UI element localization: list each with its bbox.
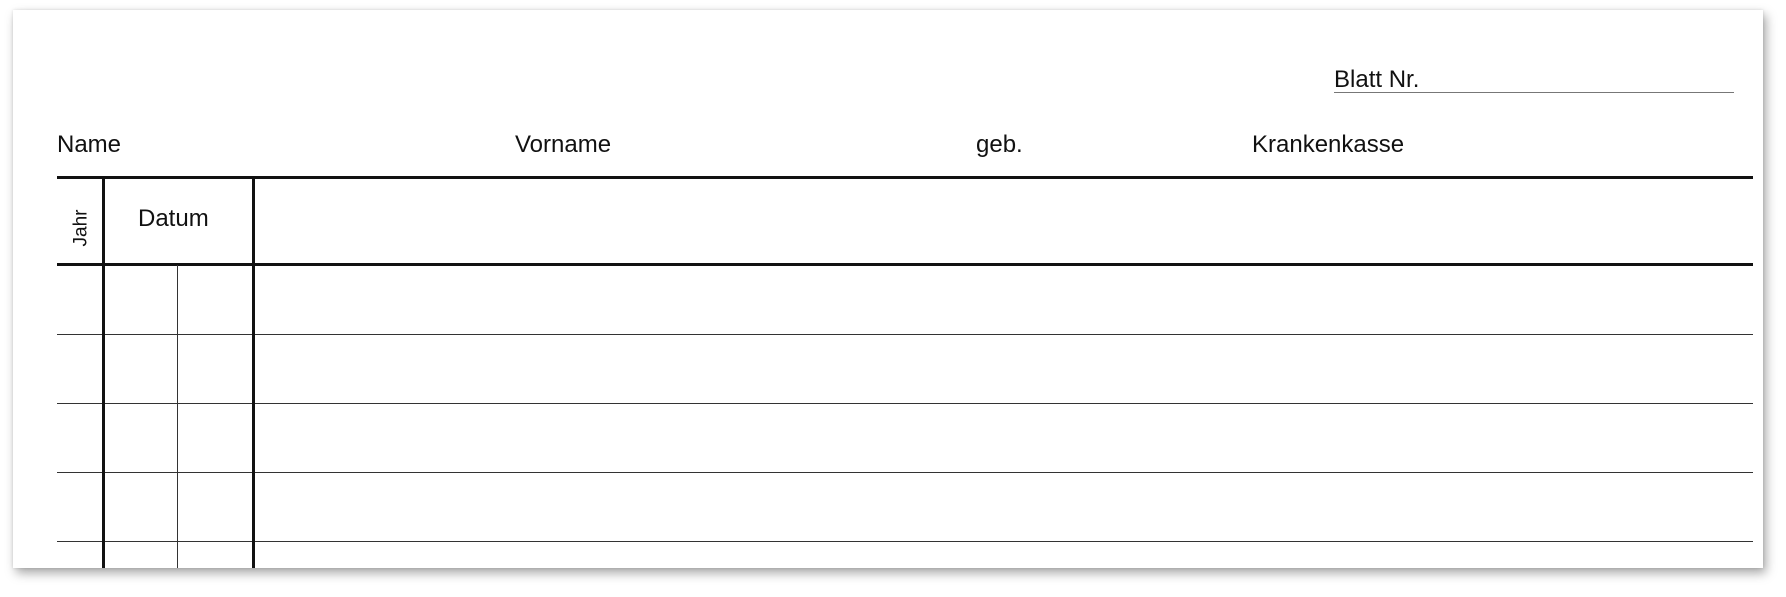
date-column-divider: [252, 178, 255, 568]
name-label: Name: [57, 131, 122, 158]
date-split-divider: [177, 265, 178, 568]
entry-row[interactable]: [57, 473, 1753, 541]
row-divider: [57, 334, 1753, 335]
entry-row[interactable]: [57, 266, 1753, 334]
entry-row[interactable]: [57, 542, 1753, 568]
year-column-label: Jahr: [70, 209, 91, 247]
form-sheet: Blatt Nr. Name Vorname geb. Krankenkasse…: [13, 10, 1763, 568]
row-divider: [57, 403, 1753, 404]
first-name-label: Vorname: [515, 131, 612, 158]
insurance-label: Krankenkasse: [1252, 131, 1405, 158]
header-bottom-rule: [57, 263, 1753, 266]
table-top-rule: [57, 176, 1753, 179]
entry-row[interactable]: [57, 404, 1753, 472]
year-column-divider: [102, 178, 105, 568]
date-column-label: Datum: [138, 205, 209, 232]
row-divider: [57, 472, 1753, 473]
sheet-number-label: Blatt Nr.: [1334, 66, 1420, 93]
born-label: geb.: [976, 131, 1023, 158]
entry-row[interactable]: [57, 335, 1753, 403]
year-column-header: Jahr: [60, 208, 102, 248]
sheet-number-field[interactable]: [1334, 92, 1734, 93]
row-divider: [57, 541, 1753, 542]
